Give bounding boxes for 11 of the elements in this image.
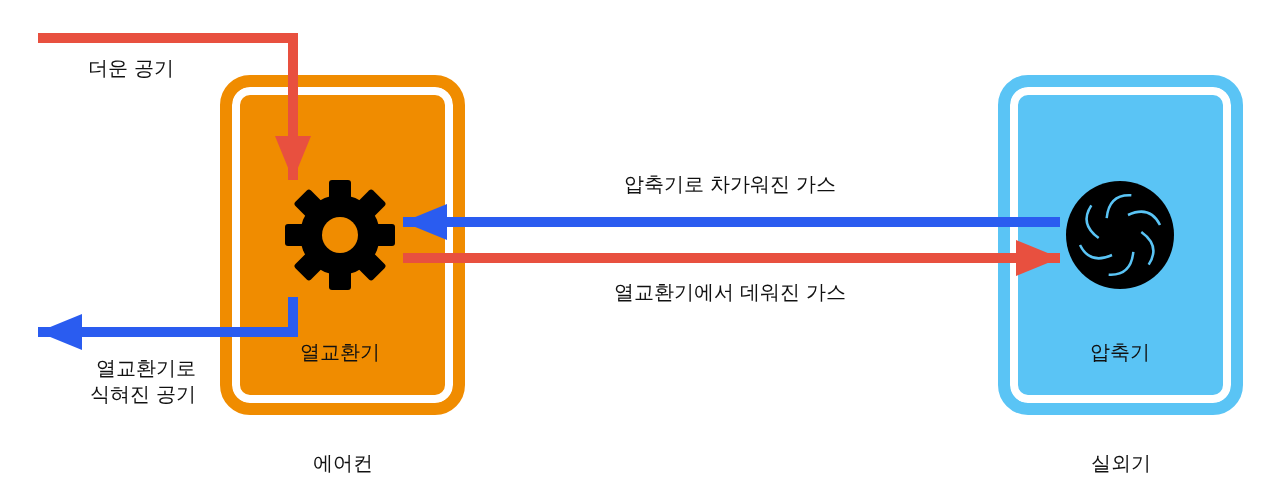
arrow: [403, 204, 1060, 240]
arrow: [403, 240, 1060, 276]
component-label: 열교환기: [300, 339, 380, 365]
edge-label: 압축기로 차가워진 가스: [622, 171, 838, 197]
unit-label: 에어컨: [311, 450, 374, 476]
component-label: 압축기: [1090, 339, 1150, 365]
unit-label: 실외기: [1089, 450, 1152, 476]
edge-label: 열교환기로 식혀진 공기: [88, 355, 196, 407]
arrow: [38, 33, 311, 180]
edge-label: 열교환기에서 데워진 가스: [612, 279, 848, 305]
edge-label: 더운 공기: [88, 55, 176, 81]
